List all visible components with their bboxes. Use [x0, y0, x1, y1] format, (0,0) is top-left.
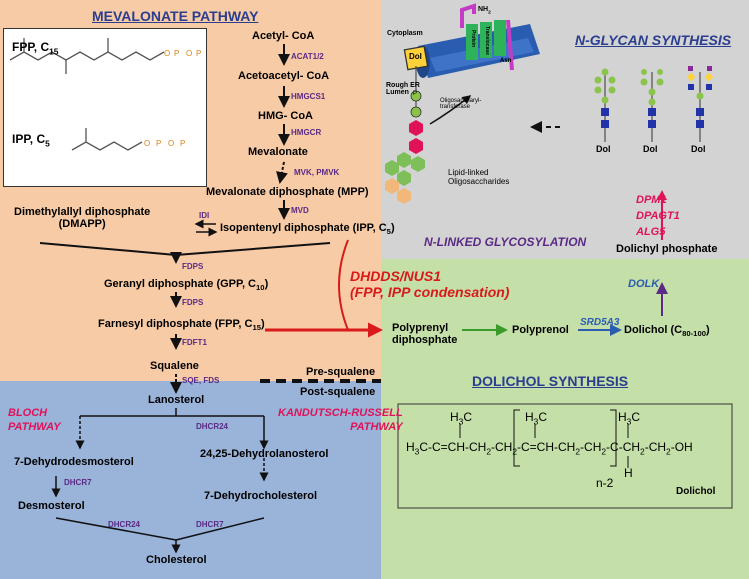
dehydrolanosterol: 24,25-Dehydrolanosterol [200, 448, 329, 460]
svg-text:O: O [144, 139, 150, 148]
acetoacetyl-coa: Acetoacetyl- CoA [238, 70, 330, 82]
svg-text:O: O [168, 139, 174, 148]
lanosterol: Lanosterol [148, 394, 205, 406]
ipp-label: IPP, C5 [12, 132, 50, 149]
dmapp: Dimethylallyl diphosphate(DMAPP) [14, 206, 151, 230]
hmg-coa: HMG- CoA [258, 110, 313, 122]
enzyme-acat: ACAT1/2 [291, 52, 324, 61]
enzyme-hmgcs1: HMGCS1 [291, 92, 326, 101]
post-squalene-panel [0, 381, 381, 579]
enzyme-dhcr24-b: DHCR24 [108, 520, 141, 529]
pre-squalene: Pre-squalene [306, 366, 376, 378]
enzyme-srd5a3: SRD5A3 [580, 317, 620, 328]
enzyme-fdps-1: FDPS [182, 262, 204, 271]
dehydrodesmosterol: 7-Dehydrodesmosterol [14, 456, 134, 468]
nlinked-title: N-LINKED GLYCOSYLATION [424, 235, 587, 249]
p-label-1: P [413, 91, 418, 97]
enzyme-dhcr7-b: DHCR7 [196, 520, 224, 529]
glycan-tree-1 [594, 68, 616, 142]
enzyme-fdps-2: FDPS [182, 298, 204, 307]
dol-label-3: Dol [691, 144, 706, 154]
svg-text:P: P [156, 139, 161, 148]
mpp: Mevalonate diphosphate (MPP) [206, 186, 369, 198]
dolichol: Dolichol (C80-100) [624, 324, 710, 339]
enzyme-fdft1: FDFT1 [182, 338, 207, 347]
structure-inset [3, 28, 207, 187]
protein-label: Protein [470, 30, 476, 48]
acetyl-coa: Acetyl- CoA [252, 30, 315, 42]
gpp: Geranyl diphosphate (GPP, C10) [104, 278, 269, 293]
enzyme-sqe: SQE, FDS [182, 376, 220, 385]
polyprenol: Polyprenol [512, 324, 569, 336]
mevalonate: Mevalonate [248, 146, 308, 158]
enzyme-mvd: MVD [291, 206, 309, 215]
dolichol-panel [381, 259, 749, 579]
glycan-tree-2 [640, 69, 664, 142]
dolichyl-phosphate: Dolichyl phosphate [616, 243, 718, 255]
desmosterol: Desmosterol [18, 500, 85, 512]
svg-text:P: P [196, 49, 201, 58]
dol-label-2: Dol [643, 144, 658, 154]
nh2-label: NH2 [478, 6, 491, 16]
formula-h3c-3: H3C [618, 410, 641, 427]
dolichol-title: DOLICHOL SYNTHESIS [472, 373, 629, 389]
dol-label-1: Dol [596, 144, 611, 154]
enzyme-dhcr24-a: DHCR24 [196, 422, 229, 431]
ipp-structure [71, 128, 143, 151]
formula-main-chain: H3C-C=CH-CH2-CH2-C=CH-CH2-CH2-C-CH2-CH2-… [406, 440, 693, 457]
formula-label: Dolichol [676, 486, 716, 497]
formula-h-bottom: H [624, 466, 633, 480]
svg-text:O: O [186, 49, 192, 58]
dol-box-label: Dol [409, 52, 422, 61]
mevalonate-title: MEVALONATE PATHWAY [92, 8, 259, 24]
enzyme-idi: IDI [199, 211, 210, 220]
nglycan-title: N-GLYCAN SYNTHESIS [575, 32, 732, 48]
formula-h3c-1: H3C [450, 410, 473, 427]
enzyme-mvk: MVK, PMVK [294, 168, 340, 177]
glycan-tree-3 [686, 66, 714, 142]
enzyme-dolk: DOLK [628, 278, 660, 290]
translocase-label: Translocase [484, 26, 490, 55]
svg-text:P: P [174, 49, 179, 58]
fpp: Farnesyl diphosphate (FPP, C15) [98, 318, 265, 333]
cytoplasm-label: Cytoplasm [387, 30, 423, 37]
fpp-label: FPP, C15 [12, 40, 59, 57]
er-membrane [403, 3, 540, 78]
svg-text:O: O [164, 49, 170, 58]
asn-label: Asn [500, 58, 512, 64]
squalene: Squalene [150, 360, 199, 372]
formula-n2: n-2 [596, 476, 614, 490]
fpp-structure [9, 38, 165, 74]
ost-label: Oligosaccharyl-transferase [440, 98, 482, 110]
llo-chain [385, 66, 472, 204]
ipp: Isopentenyl diphosphate (IPP, C5) [220, 222, 395, 237]
cholesterol: Cholesterol [146, 554, 207, 566]
formula-h3c-2: H3C [525, 410, 548, 427]
post-squalene: Post-squalene [300, 386, 376, 398]
dehydrocholesterol: 7-Dehydrocholesterol [204, 490, 318, 502]
svg-text:P: P [180, 139, 185, 148]
dhdds-label: DHDDS/NUS1(FPP, IPP condensation) [350, 268, 510, 300]
enzyme-dhcr7-a: DHCR7 [64, 478, 92, 487]
enzyme-hmgcr: HMGCR [291, 128, 322, 137]
